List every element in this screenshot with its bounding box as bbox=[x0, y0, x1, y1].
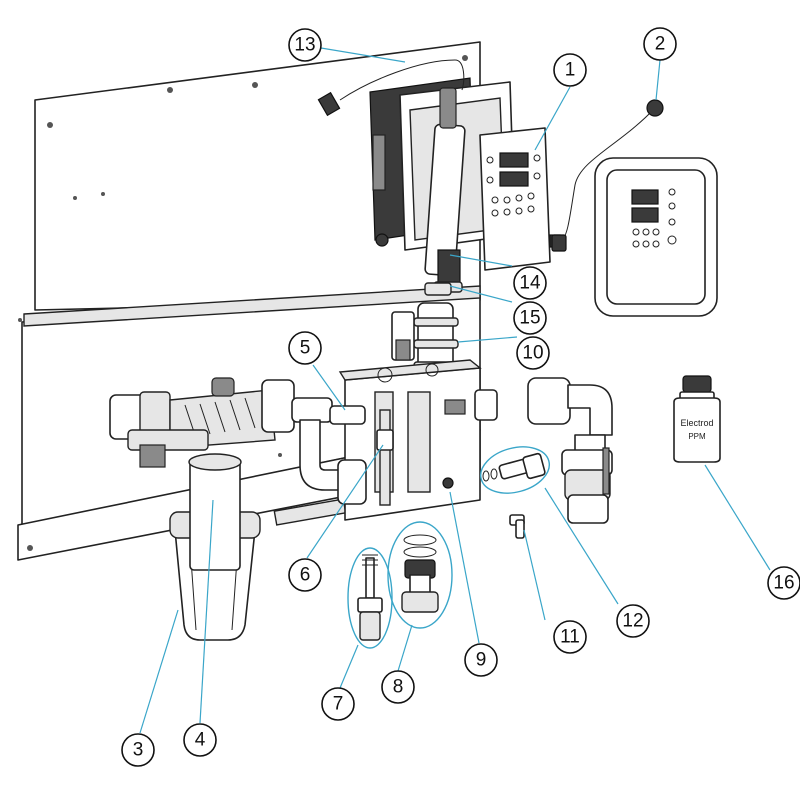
hose-fitting bbox=[480, 446, 550, 494]
callout-16: 16 bbox=[767, 566, 800, 600]
callout-5-label: 5 bbox=[300, 338, 311, 359]
callout-15: 15 bbox=[513, 301, 547, 335]
display-panel bbox=[594, 157, 718, 317]
callout-1-label: 1 bbox=[565, 60, 576, 81]
callout-9-label: 9 bbox=[476, 650, 487, 671]
callout-16-label: 16 bbox=[773, 573, 794, 594]
callout-13: 13 bbox=[288, 28, 322, 62]
reagent-bottle: Electrod PPM bbox=[673, 375, 721, 463]
regulator-cap bbox=[387, 521, 453, 629]
callout-5: 5 bbox=[288, 331, 322, 365]
callout-4: 4 bbox=[183, 723, 217, 757]
callout-12-label: 12 bbox=[622, 611, 643, 632]
callout-14-label: 14 bbox=[519, 273, 541, 294]
callout-2-label: 2 bbox=[655, 34, 666, 55]
small-elbow bbox=[509, 514, 525, 539]
left-pipework bbox=[109, 377, 367, 505]
display-cable bbox=[551, 99, 664, 252]
leader-lines bbox=[139, 46, 771, 734]
sensor-probe bbox=[424, 87, 466, 293]
callout-12: 12 bbox=[616, 604, 650, 638]
callouts: 1 2 3 4 5 6 7 8 9 10 11 12 13 14 15 16 bbox=[121, 27, 800, 767]
callout-8-label: 8 bbox=[393, 677, 404, 698]
callout-7-label: 7 bbox=[333, 694, 344, 715]
callout-10-label: 10 bbox=[522, 343, 543, 364]
callout-6-label: 6 bbox=[300, 565, 311, 586]
bottle-label-line1: Electrod bbox=[680, 418, 713, 428]
callout-2: 2 bbox=[643, 27, 677, 61]
bottle-label-line2: PPM bbox=[688, 432, 706, 441]
callout-9: 9 bbox=[464, 643, 498, 677]
callout-3-label: 3 bbox=[133, 740, 144, 761]
callout-7: 7 bbox=[321, 687, 355, 721]
callout-11: 11 bbox=[553, 620, 587, 654]
inner-tube bbox=[376, 409, 394, 506]
callout-14: 14 bbox=[513, 266, 547, 300]
sensor-cable bbox=[317, 59, 465, 117]
callout-11-label: 11 bbox=[560, 627, 580, 648]
callout-1: 1 bbox=[553, 53, 587, 87]
filter-cartridge bbox=[188, 453, 242, 571]
control-board bbox=[479, 127, 561, 271]
callout-13-label: 13 bbox=[294, 35, 315, 56]
callout-15-label: 15 bbox=[519, 308, 540, 329]
callout-10: 10 bbox=[516, 336, 550, 370]
callout-4-label: 4 bbox=[195, 730, 206, 751]
callout-3: 3 bbox=[121, 733, 155, 767]
callout-8: 8 bbox=[381, 670, 415, 704]
callout-6: 6 bbox=[288, 558, 322, 592]
needle-valve bbox=[347, 547, 393, 649]
ball-valve bbox=[527, 377, 613, 524]
